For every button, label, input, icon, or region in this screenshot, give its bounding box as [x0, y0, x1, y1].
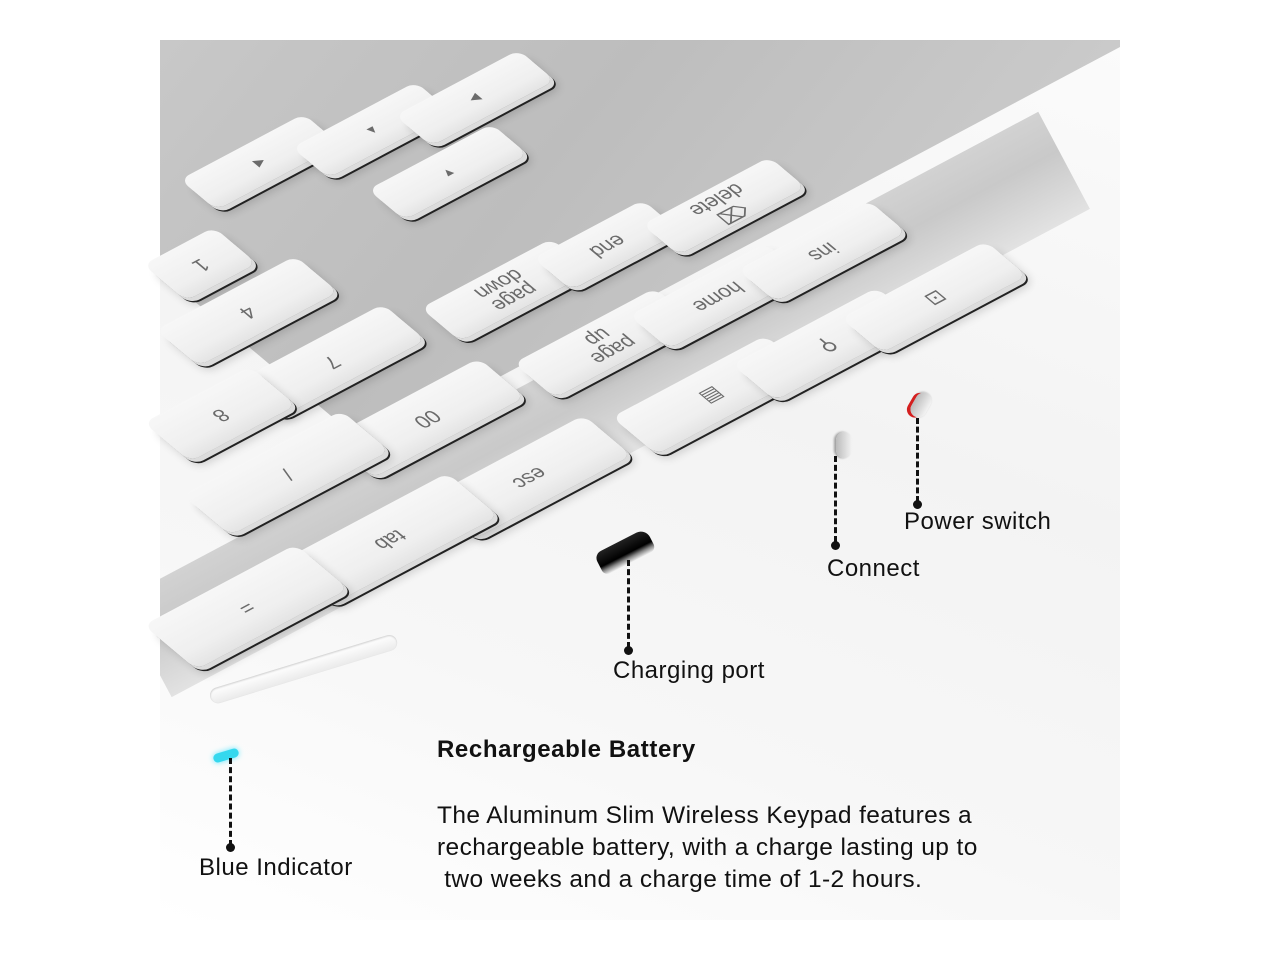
- blue-indicator-leader-line: [229, 758, 232, 846]
- connect-leader-line: [834, 456, 837, 542]
- charging-port-label: Charging port: [613, 657, 765, 684]
- description-line: The Aluminum Slim Wireless Keypad featur…: [437, 802, 973, 829]
- connect-dot: [831, 541, 840, 550]
- power-switch-label: Power switch: [904, 508, 1052, 535]
- connect-label: Connect: [827, 555, 920, 582]
- charging-port-dot: [624, 646, 633, 655]
- connect-button: [836, 432, 852, 458]
- blue-indicator-label: Blue Indicator: [199, 854, 353, 881]
- charging-port-leader-line: [627, 560, 630, 648]
- power-switch-leader-line: [916, 418, 919, 502]
- feature-title: Rechargeable Battery: [437, 736, 696, 763]
- feature-description: The Aluminum Slim Wireless Keypad featur…: [437, 800, 1097, 896]
- power-switch-dot: [913, 500, 922, 509]
- blue-indicator-dot: [226, 843, 235, 852]
- description-line: rechargeable battery, with a charge last…: [437, 834, 978, 861]
- description-line: two weeks and a charge time of 1-2 hours…: [437, 866, 923, 893]
